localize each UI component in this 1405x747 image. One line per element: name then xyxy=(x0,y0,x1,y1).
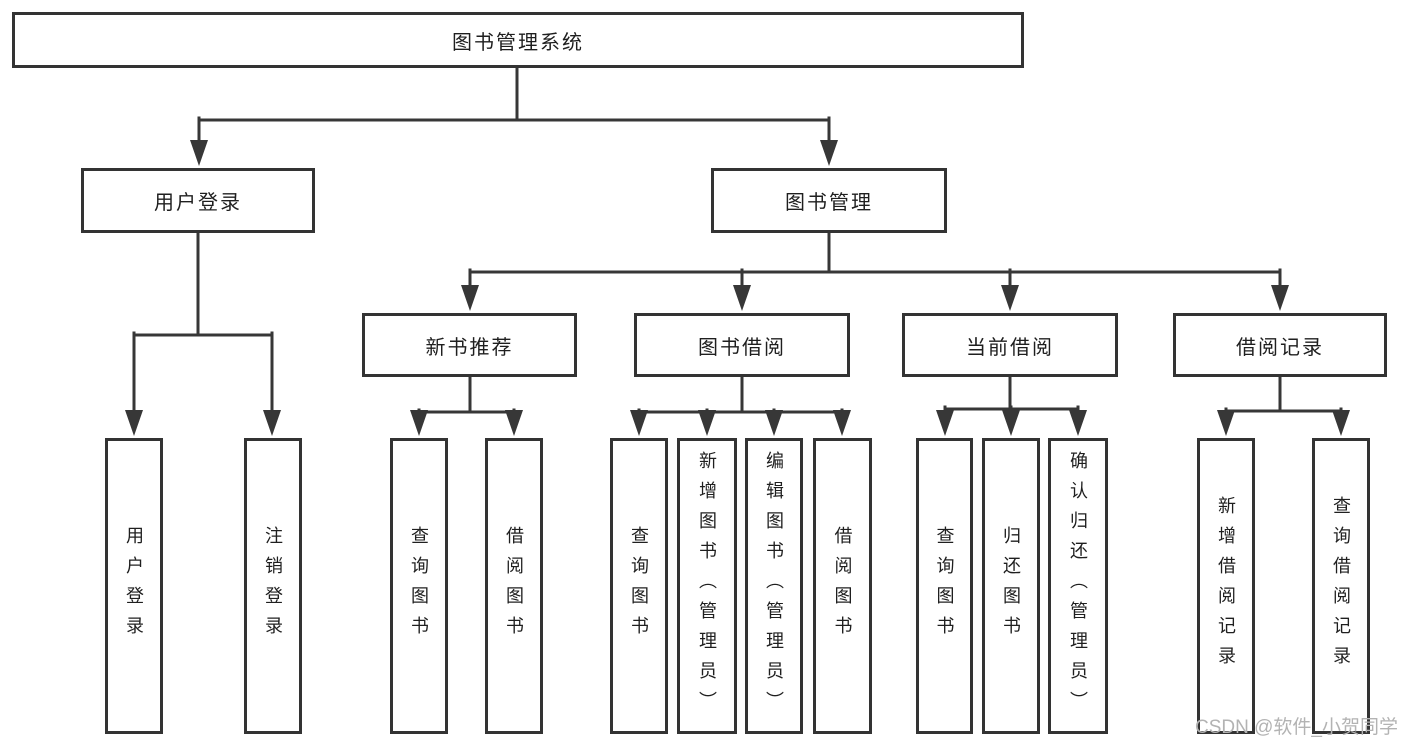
node-label: 确认归还（管理员） xyxy=(1068,451,1088,721)
node-user-login: 用户登录 xyxy=(81,168,315,233)
node-current-borrowing: 当前借阅 xyxy=(902,313,1118,377)
node-book-borrowing: 图书借阅 xyxy=(634,313,850,377)
leaf-nb-borrow-books: 借阅图书 xyxy=(485,438,543,734)
node-label: 新书推荐 xyxy=(425,336,514,359)
node-label: 图书管理 xyxy=(785,192,873,214)
node-label: 用户登录 xyxy=(124,526,144,646)
node-label: 查询图书 xyxy=(629,526,649,646)
node-label: 新增借阅记录 xyxy=(1216,496,1236,676)
node-label: 图书管理系统 xyxy=(452,31,584,54)
leaf-cb-confirm-return-admin: 确认归还（管理员） xyxy=(1048,438,1108,734)
leaf-logout: 注销登录 xyxy=(244,438,302,734)
node-label: 编辑图书（管理员） xyxy=(764,451,784,721)
leaf-br-query-record: 查询借阅记录 xyxy=(1312,438,1370,734)
node-label: 借阅图书 xyxy=(504,526,524,646)
node-label: 借阅图书 xyxy=(832,526,853,646)
node-label: 归还图书 xyxy=(1001,526,1021,646)
node-label: 用户登录 xyxy=(154,192,242,214)
node-label: 图书借阅 xyxy=(698,336,786,359)
leaf-cb-query-books: 查询图书 xyxy=(916,438,973,734)
node-label: 查询图书 xyxy=(409,526,429,646)
node-label: 查询借阅记录 xyxy=(1331,496,1351,676)
leaf-br-add-record: 新增借阅记录 xyxy=(1197,438,1255,734)
leaf-bb-borrow-books: 借阅图书 xyxy=(813,438,872,734)
node-label: 注销登录 xyxy=(263,526,283,646)
node-new-book-recommend: 新书推荐 xyxy=(362,313,577,377)
node-label: 借阅记录 xyxy=(1236,336,1324,359)
leaf-bb-edit-books-admin: 编辑图书（管理员） xyxy=(745,438,803,734)
node-label: 新增图书（管理员） xyxy=(697,451,717,721)
node-library-system: 图书管理系统 xyxy=(12,12,1024,68)
node-label: 当前借阅 xyxy=(966,336,1054,359)
node-book-management: 图书管理 xyxy=(711,168,947,233)
watermark: CSDN @软件_小贺同学 xyxy=(1195,717,1398,738)
leaf-bb-add-books-admin: 新增图书（管理员） xyxy=(677,438,737,734)
node-label: 查询图书 xyxy=(934,526,955,646)
leaf-nb-query-books: 查询图书 xyxy=(390,438,448,734)
leaf-bb-query-books: 查询图书 xyxy=(610,438,668,734)
node-borrowing-records: 借阅记录 xyxy=(1173,313,1387,377)
leaf-user-login: 用户登录 xyxy=(105,438,163,734)
leaf-cb-return-books: 归还图书 xyxy=(982,438,1040,734)
